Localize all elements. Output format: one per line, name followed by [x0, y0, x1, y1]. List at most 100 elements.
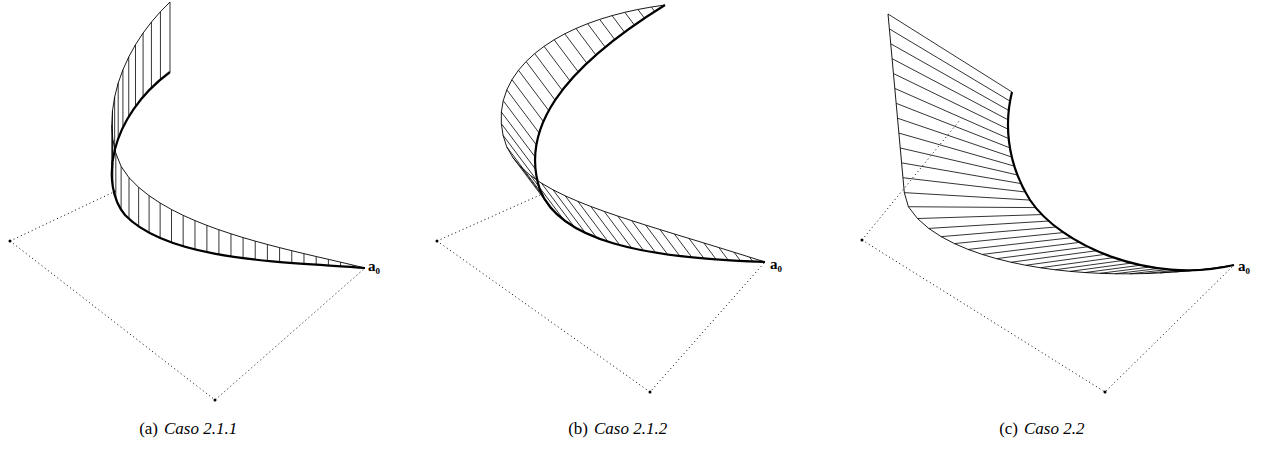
ruling-line — [243, 238, 244, 259]
ruling-line — [888, 14, 1012, 92]
ruling-line — [541, 183, 574, 227]
ruling-line — [660, 230, 680, 257]
subfigure-caption: Caso 2.1.1 — [164, 420, 237, 439]
ruling-line — [535, 54, 563, 91]
corner-dots — [9, 239, 1107, 402]
ruling-line — [218, 230, 219, 255]
dotted-line — [437, 195, 540, 241]
point-label: a₀ — [368, 258, 380, 275]
ruling-line — [896, 103, 1010, 148]
ruling-line — [194, 221, 195, 250]
ruling-line — [267, 244, 268, 260]
ruling-line — [171, 210, 172, 243]
ruling-line — [303, 254, 304, 264]
ruling-line — [904, 193, 1030, 200]
ruling-line — [997, 247, 1088, 259]
ruling-line — [544, 46, 570, 81]
ruling-line — [588, 24, 606, 47]
ruling-line — [531, 176, 565, 221]
ruling-line — [183, 215, 184, 246]
ruling-line — [612, 16, 624, 33]
ruling-line — [151, 22, 152, 88]
ruling-line — [291, 251, 292, 263]
subfigure-letter: (c) — [999, 420, 1018, 439]
base-curve — [1008, 92, 1234, 270]
ruling-line — [646, 225, 668, 254]
ruling-line — [600, 19, 615, 39]
subfigure-letter: (a) — [139, 420, 158, 439]
ruling-line — [902, 163, 1021, 184]
ruling-line — [160, 203, 161, 238]
ruling-line — [674, 234, 692, 257]
corner-dot — [436, 240, 439, 243]
dotted-line — [862, 120, 960, 240]
ruling-line — [1040, 258, 1113, 268]
ruling-line — [121, 166, 122, 209]
ruling-line — [704, 243, 716, 260]
ruling-line — [900, 148, 1017, 175]
ruling-line — [898, 118, 1012, 157]
corner-dot — [861, 239, 864, 242]
dotted-line — [10, 190, 118, 241]
ruling-line — [968, 238, 1071, 250]
ruling-line — [138, 187, 139, 226]
ruling-line — [1070, 263, 1132, 271]
ruling-line — [206, 225, 207, 252]
surface-edge — [112, 2, 365, 268]
ruling-line — [279, 248, 280, 262]
ruled-surfaces — [112, 2, 1234, 274]
ruling-line — [160, 12, 161, 80]
corner-dot — [214, 399, 217, 402]
corner-dot — [649, 391, 652, 394]
base-curve — [535, 5, 765, 262]
ruling-line — [512, 80, 543, 122]
point-label: a₀ — [770, 256, 782, 273]
dotted-line — [437, 241, 765, 392]
ruling-line — [689, 238, 704, 258]
ruling-line — [128, 57, 129, 117]
base-curve — [112, 72, 365, 268]
corner-dot — [1104, 391, 1107, 394]
ruling-line — [1055, 260, 1122, 269]
ruling-line — [917, 215, 1041, 219]
corner-dot — [9, 240, 12, 243]
ruling-line — [526, 62, 555, 101]
subfigure-caption: Caso 2.1.2 — [594, 420, 667, 439]
ruling-line — [908, 206, 1035, 208]
ruling-line — [503, 135, 537, 181]
ruling-line — [889, 29, 1010, 101]
ruling-line — [1085, 265, 1141, 272]
ruling-line — [230, 234, 231, 257]
ruling-line — [501, 112, 535, 157]
dotted-line — [862, 240, 1234, 392]
surface-edge — [888, 14, 1234, 274]
ruling-line — [135, 45, 136, 107]
ruling-line — [576, 28, 596, 55]
ruling-line — [903, 178, 1025, 192]
ruling-line — [554, 40, 578, 72]
ruling-line — [1100, 267, 1150, 273]
ruling-line — [891, 44, 1009, 111]
subfigure-caption: Caso 2.2 — [1024, 420, 1084, 439]
surface-edge — [501, 5, 765, 262]
ruling-line — [625, 12, 635, 25]
ruling-line — [118, 83, 119, 139]
ruling-line — [941, 227, 1056, 237]
ruling-line — [982, 242, 1079, 254]
point-label: a₀ — [1238, 258, 1250, 275]
subfigure-letter: (b) — [568, 420, 588, 439]
ruling-line — [114, 97, 115, 151]
ruling-line — [638, 9, 645, 18]
ruling-line — [149, 196, 150, 233]
ruling-line — [507, 90, 539, 133]
ruling-line — [591, 206, 620, 245]
ruling-line — [170, 2, 171, 72]
dotted-frame — [10, 120, 1234, 400]
ruling-line — [122, 70, 123, 128]
ruling-line — [255, 241, 256, 260]
ruling-line — [115, 153, 116, 198]
ruling-line — [1026, 254, 1105, 265]
ruling-line — [893, 74, 1008, 130]
ruling-line — [143, 33, 144, 97]
